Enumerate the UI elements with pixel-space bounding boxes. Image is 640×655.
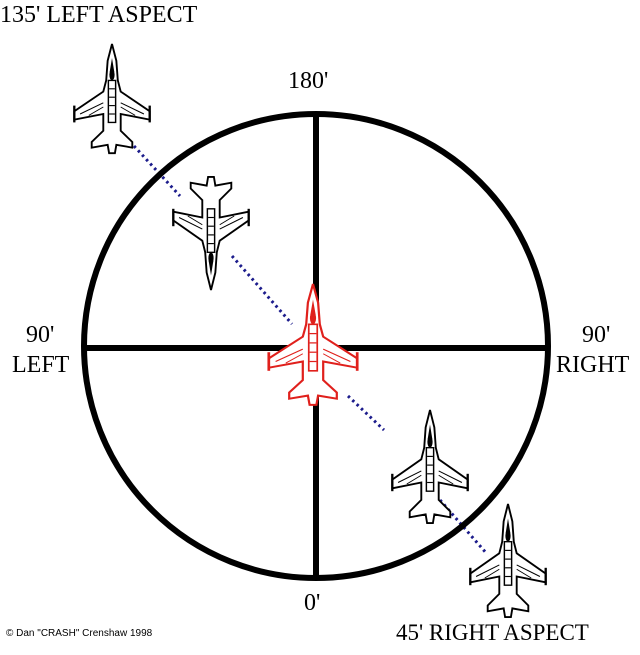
aircraft-45-right-aspect bbox=[469, 502, 547, 619]
fighter-jet-icon bbox=[267, 282, 359, 407]
label-135-left-aspect: 135' LEFT ASPECT bbox=[0, 2, 198, 28]
fighter-jet-icon bbox=[172, 175, 250, 292]
label-0-degrees: 0' bbox=[304, 590, 321, 616]
los-dotted-line-middle bbox=[230, 255, 294, 325]
label-left: LEFT bbox=[12, 352, 70, 378]
own-aircraft-center bbox=[267, 282, 359, 407]
fighter-jet-icon bbox=[73, 42, 151, 155]
label-45-right-aspect: 45' RIGHT ASPECT bbox=[396, 620, 589, 645]
label-90-left-degrees: 90' bbox=[26, 322, 55, 348]
fighter-jet-icon bbox=[391, 408, 469, 525]
aircraft-45-right-near bbox=[391, 408, 469, 525]
copyright-text: © Dan "CRASH" Crenshaw 1998 bbox=[6, 628, 153, 639]
label-right: RIGHT bbox=[556, 352, 630, 378]
aircraft-135-left-near bbox=[172, 175, 250, 292]
los-dotted-line-lower bbox=[346, 394, 386, 432]
label-180-degrees: 180' bbox=[288, 68, 329, 94]
aircraft-135-left-aspect bbox=[73, 42, 151, 155]
fighter-jet-icon bbox=[469, 502, 547, 619]
label-90-right-degrees: 90' bbox=[582, 322, 611, 348]
los-dotted-line-upper bbox=[132, 144, 182, 198]
